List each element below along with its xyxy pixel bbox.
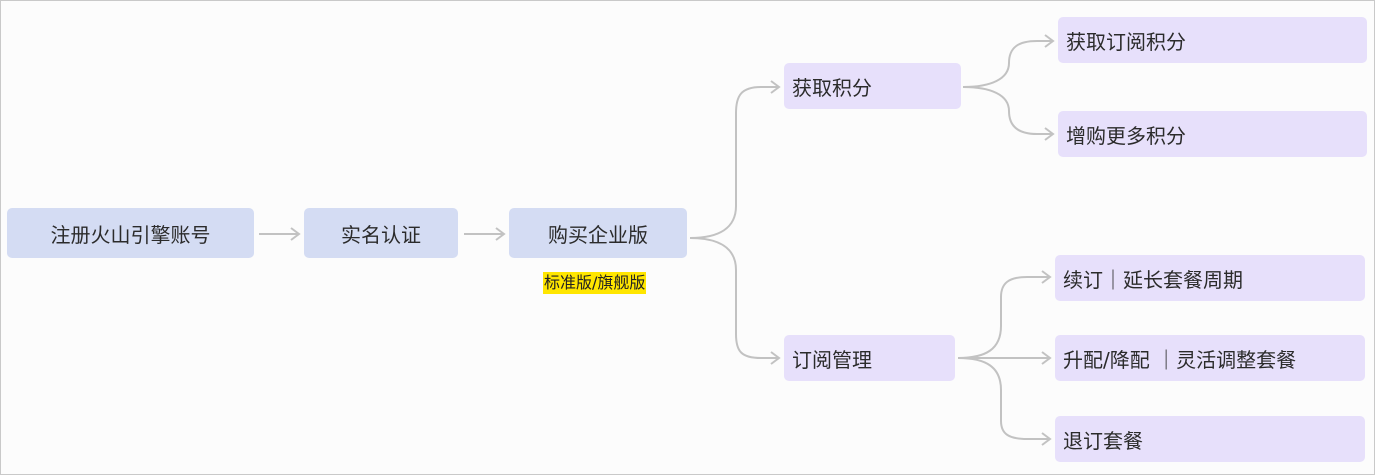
link-points-child1 (962, 40, 1052, 88)
link-step3-subscription-head (770, 351, 781, 365)
node-unsubscribe[interactable]: 退订套餐 (1055, 416, 1365, 462)
node-subscription-management[interactable]: 订阅管理 (784, 335, 955, 381)
node-upgrade-downgrade-label: 升配/降配 ｜灵活调整套餐 (1063, 347, 1297, 372)
link-sub-child1-head (1041, 270, 1052, 284)
node-buy-more-points-label: 增购更多积分 (1066, 123, 1186, 148)
link-points-child2 (962, 86, 1052, 135)
node-subscription-management-label: 订阅管理 (792, 347, 872, 372)
link-sub-child2-head (1041, 351, 1052, 365)
link-points-child1-head (1044, 34, 1055, 48)
node-get-subscription-points-label: 获取订阅积分 (1066, 29, 1186, 54)
link-points-child2-head (1044, 127, 1055, 141)
link-sub-child3 (957, 357, 1049, 440)
node-unsubscribe-label: 退订套餐 (1063, 428, 1143, 453)
link-sub-child1 (957, 276, 1049, 359)
arrow-step2-step3-head (495, 227, 506, 241)
node-renew-label: 续订｜延长套餐周期 (1063, 267, 1243, 292)
node-get-subscription-points[interactable]: 获取订阅积分 (1058, 17, 1367, 63)
node-buy-more-points[interactable]: 增购更多积分 (1058, 111, 1367, 157)
link-step3-subscription (689, 237, 778, 359)
node-real-name-verify[interactable]: 实名认证 (304, 208, 458, 258)
node-register-account[interactable]: 注册火山引擎账号 (7, 208, 254, 258)
node-renew[interactable]: 续订｜延长套餐周期 (1055, 255, 1365, 301)
link-step3-points (689, 86, 778, 239)
arrow-step1-step2-head (290, 227, 301, 241)
node-get-points-label: 获取积分 (792, 75, 872, 100)
node-buy-enterprise[interactable]: 购买企业版 (509, 208, 687, 258)
node-get-points[interactable]: 获取积分 (784, 63, 961, 109)
link-sub-child3-head (1041, 432, 1052, 446)
node-upgrade-downgrade[interactable]: 升配/降配 ｜灵活调整套餐 (1055, 335, 1365, 381)
link-step3-points-head (770, 80, 781, 94)
edition-tag: 标准版/旗舰版 (543, 272, 647, 294)
node-real-name-verify-label: 实名认证 (341, 222, 421, 247)
node-register-account-label: 注册火山引擎账号 (50, 222, 211, 247)
node-buy-enterprise-label: 购买企业版 (548, 222, 648, 247)
